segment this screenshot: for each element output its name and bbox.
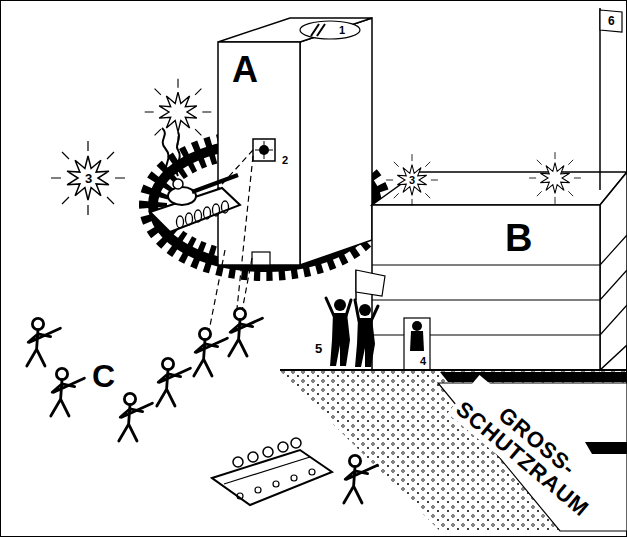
ground xyxy=(440,372,627,382)
flag-pole xyxy=(600,10,622,32)
armoured-carrier xyxy=(309,469,315,475)
building-b xyxy=(600,172,627,370)
roof-explosion xyxy=(386,152,581,206)
building-b xyxy=(372,172,627,370)
building-letter: A xyxy=(232,52,258,88)
explosion xyxy=(51,79,211,215)
building-a xyxy=(252,252,270,265)
civilians xyxy=(355,300,378,321)
building-b xyxy=(372,205,600,370)
civilians xyxy=(356,270,385,296)
dashed-fire-lines xyxy=(214,150,253,193)
building-a xyxy=(300,18,372,265)
callout-number: 5 xyxy=(315,342,322,355)
armoured-carrier xyxy=(224,457,310,484)
callout-number: 3 xyxy=(409,175,415,186)
civilians xyxy=(359,304,371,316)
dashed-fire-lines xyxy=(208,250,225,336)
building-a xyxy=(218,42,300,265)
roof-antenna xyxy=(300,21,360,39)
tank xyxy=(195,210,202,222)
area-letter: C xyxy=(92,360,115,392)
building-b xyxy=(404,318,430,370)
armoured-carrier xyxy=(248,452,258,462)
explosion xyxy=(145,79,212,146)
armoured-carrier xyxy=(212,438,332,505)
callout-number: 1 xyxy=(339,25,345,36)
building-b xyxy=(410,331,424,351)
flag-pole xyxy=(600,8,622,190)
tank xyxy=(222,201,229,213)
roof-explosion xyxy=(386,154,438,206)
explosion xyxy=(51,141,125,215)
armoured-carrier xyxy=(278,442,288,452)
callout-number: 3 xyxy=(85,172,92,185)
roof-antenna xyxy=(300,21,360,39)
soldiers xyxy=(194,328,228,376)
soldiers xyxy=(51,368,85,416)
roof-explosion xyxy=(529,152,581,204)
armoured-carrier xyxy=(237,493,243,499)
civilians xyxy=(355,318,375,367)
callout-number: 4 xyxy=(419,356,427,367)
building-a xyxy=(218,18,372,42)
flag-pole xyxy=(599,8,601,190)
armoured-carrier xyxy=(291,438,301,448)
tank xyxy=(213,204,220,216)
ground xyxy=(585,442,627,454)
building-letter: B xyxy=(505,219,532,257)
tank xyxy=(150,128,240,232)
ground xyxy=(280,369,627,371)
tank xyxy=(150,188,240,232)
tank xyxy=(162,128,169,178)
roof-antenna xyxy=(311,24,325,36)
firing-window xyxy=(255,141,273,159)
armoured-carrier xyxy=(273,481,279,487)
armoured-carrier xyxy=(212,450,332,505)
armoured-carrier xyxy=(233,457,243,467)
ground xyxy=(280,370,627,531)
building-label-box: A xyxy=(218,42,300,265)
civilians xyxy=(326,298,351,316)
armoured-carrier xyxy=(263,447,273,457)
building-a xyxy=(218,18,372,265)
soldiers xyxy=(119,393,153,441)
tank xyxy=(192,175,238,192)
building-b xyxy=(412,321,422,331)
tank xyxy=(168,187,196,205)
soldiers xyxy=(157,358,191,406)
tank xyxy=(177,216,184,228)
civilians xyxy=(326,270,385,367)
callout-number: 2 xyxy=(282,155,288,166)
tank xyxy=(173,179,183,189)
civilians xyxy=(330,313,350,366)
civilians xyxy=(334,299,346,311)
armoured-carrier xyxy=(255,487,261,493)
armoured-carrier xyxy=(291,475,297,481)
firing-window xyxy=(253,139,275,161)
building-label-box: B xyxy=(372,205,600,370)
tank xyxy=(204,207,211,219)
soldiers xyxy=(229,308,263,356)
ground xyxy=(280,371,627,531)
callout-number: 6 xyxy=(608,15,615,27)
soldiers xyxy=(27,318,61,366)
tank xyxy=(186,213,193,225)
dashed-fire-lines xyxy=(236,156,253,318)
firing-window xyxy=(253,139,275,161)
